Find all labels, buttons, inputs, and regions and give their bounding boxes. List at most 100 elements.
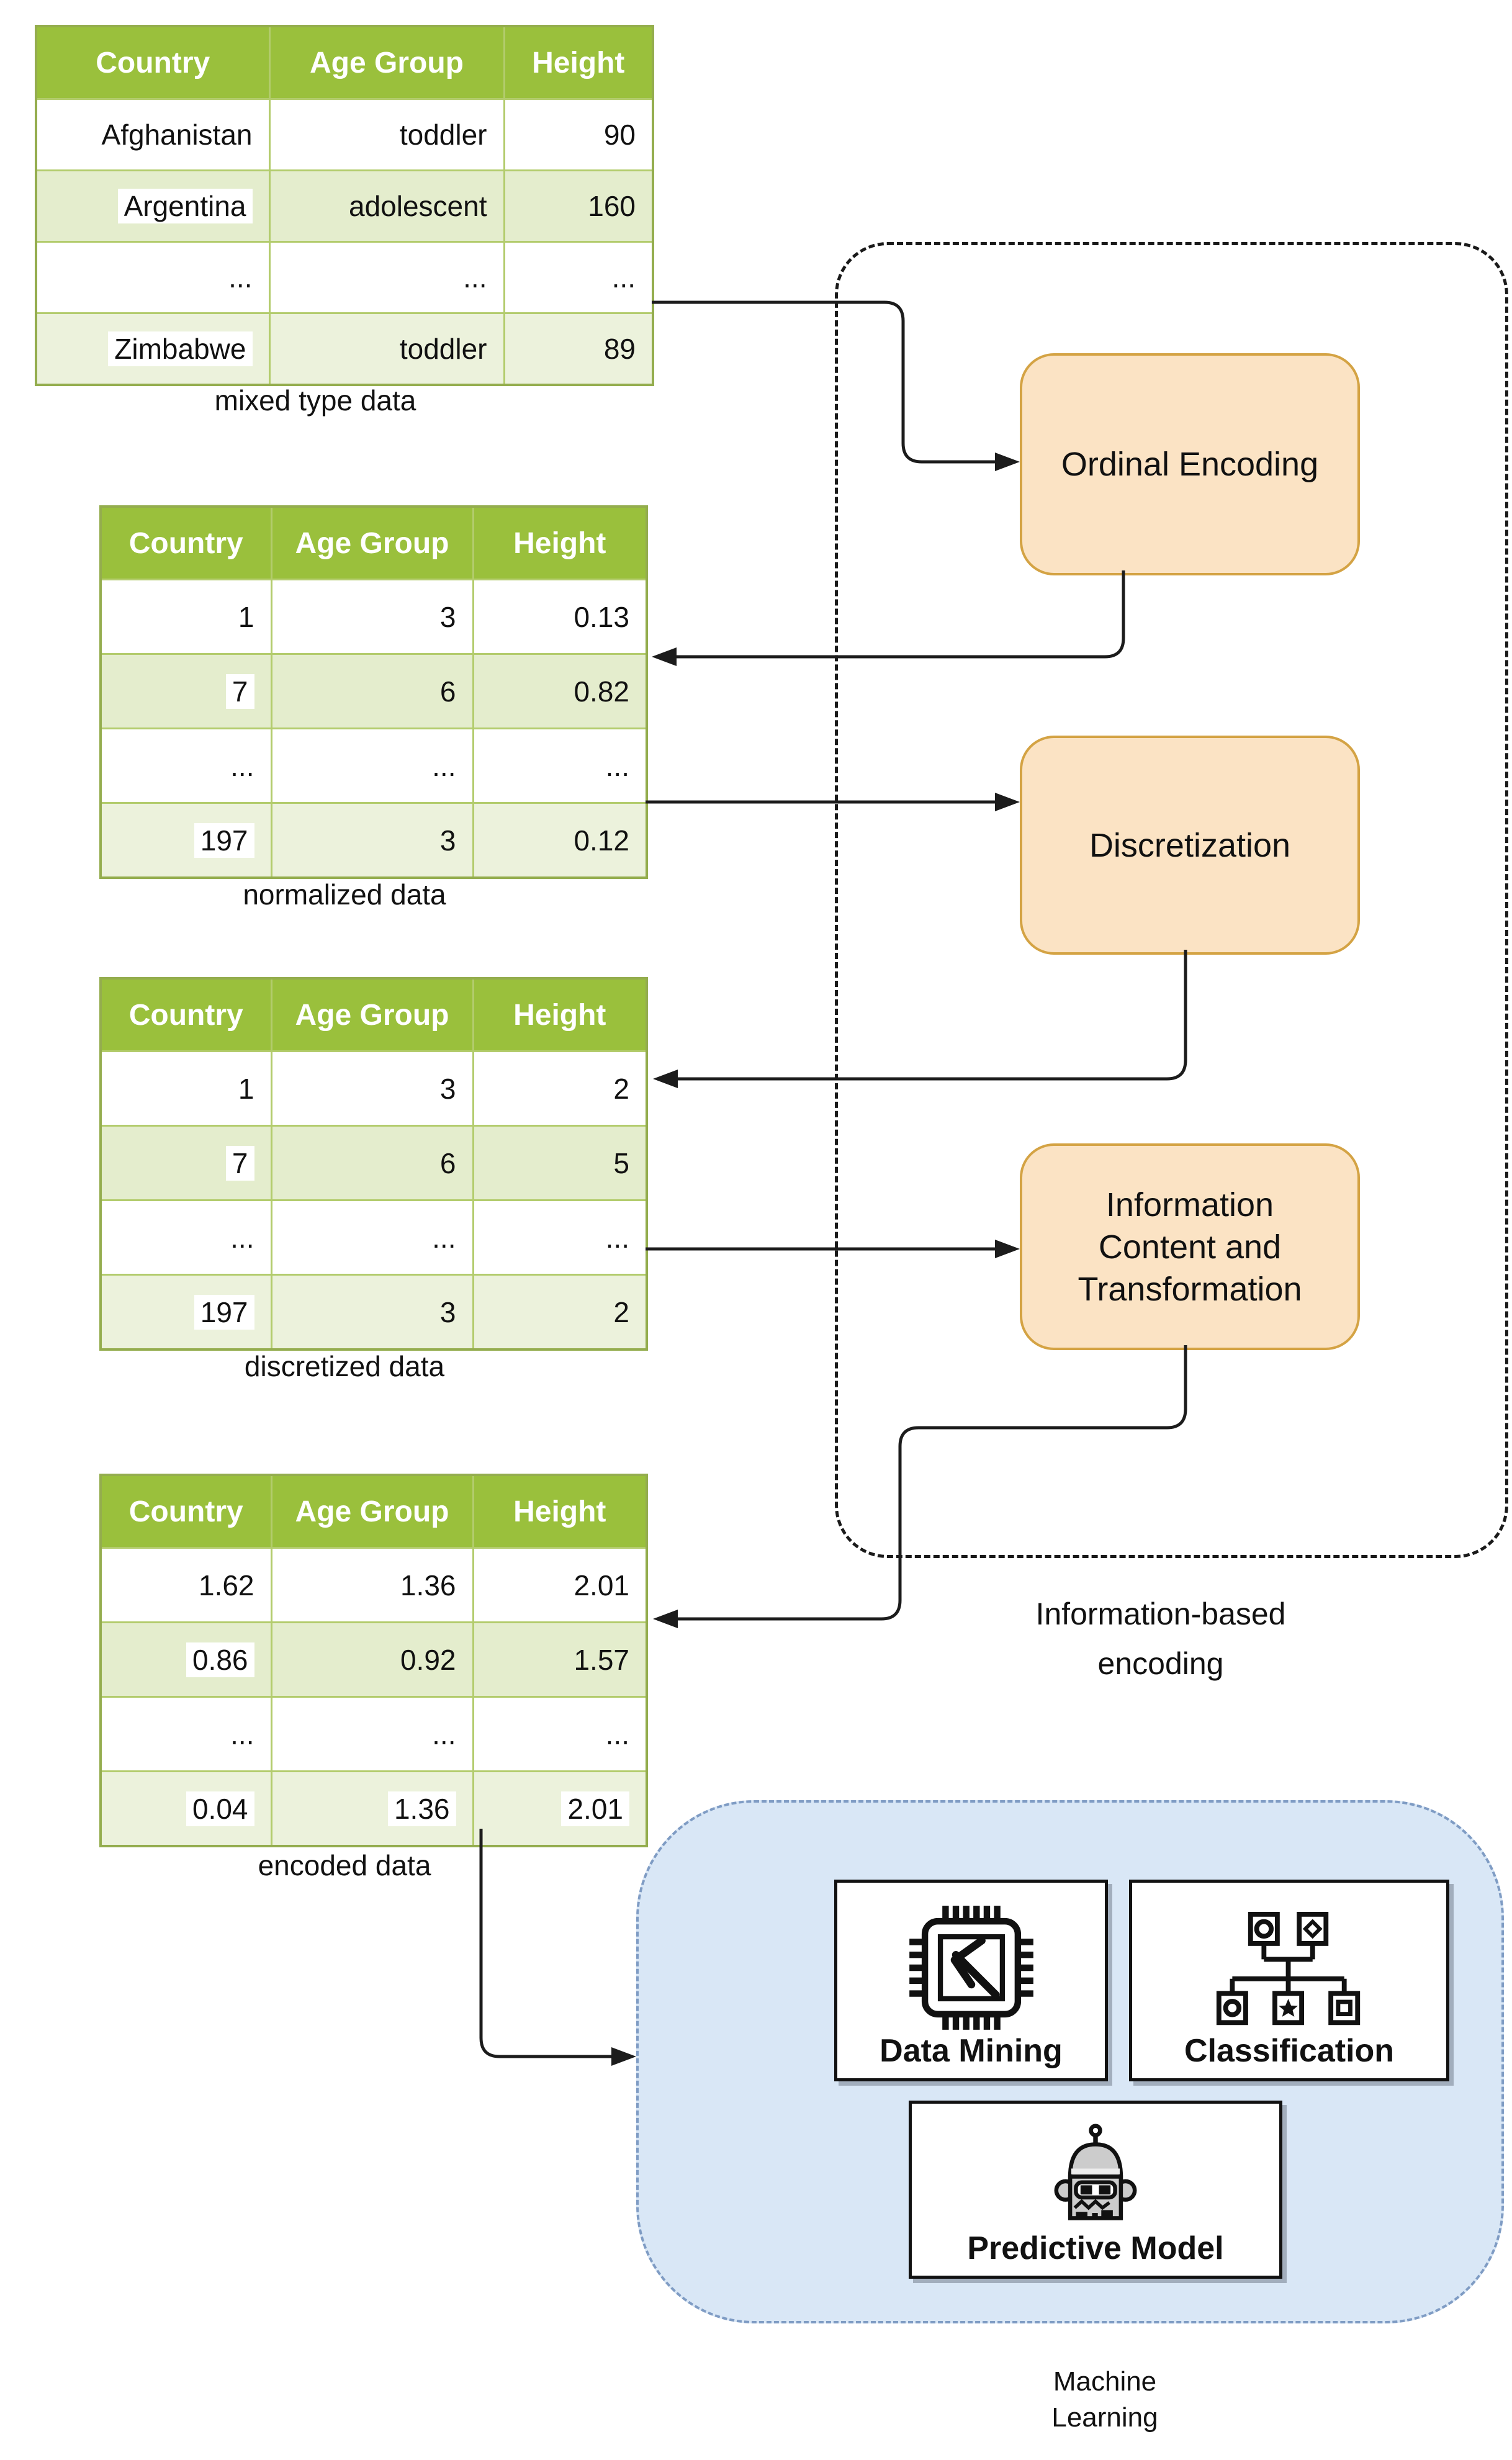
table-cell: 2.01 — [472, 1770, 648, 1847]
table-cell: 197 — [99, 1274, 272, 1351]
column-header: Age Group — [268, 25, 505, 100]
table-cell: 160 — [503, 169, 654, 243]
column-header: Country — [35, 25, 271, 100]
table-cell: 1 — [99, 1050, 272, 1127]
table-cell: ... — [35, 241, 271, 314]
table-cell: 0.82 — [472, 653, 648, 729]
table-cell: 0.13 — [472, 579, 648, 655]
column-header: Country — [99, 1474, 272, 1549]
table-cell: 1.57 — [472, 1621, 648, 1698]
table-cell: ... — [99, 1199, 272, 1276]
table-cell: toddler — [268, 312, 505, 386]
robot-icon — [1054, 2124, 1137, 2220]
process-ordinal-encoding: Ordinal Encoding — [1020, 353, 1360, 575]
column-header: Age Group — [270, 977, 474, 1052]
table-row: ......... — [99, 1199, 648, 1276]
data-mining-label: Data Mining — [880, 2033, 1063, 2069]
table-cell: 3 — [270, 802, 474, 879]
process-discretization: Discretization — [1020, 736, 1360, 955]
table-cell: ... — [472, 1696, 648, 1772]
table-cell: ... — [472, 1199, 648, 1276]
table-cell: 2 — [472, 1274, 648, 1351]
table-cell: 1 — [99, 579, 272, 655]
table-row: ......... — [99, 728, 648, 804]
column-header: Height — [503, 25, 654, 100]
table-cell: 1.62 — [99, 1547, 272, 1623]
table-cell: 0.12 — [472, 802, 648, 879]
data-mining-box: Data Mining — [834, 1880, 1108, 2081]
table-cell: 197 — [99, 802, 272, 879]
table-cell: 3 — [270, 1050, 474, 1127]
table-cell: Zimbabwe — [35, 312, 271, 386]
table-cell: 0.86 — [99, 1621, 272, 1698]
table-row: ......... — [35, 241, 654, 314]
table-cell: 2 — [472, 1050, 648, 1127]
column-header: Age Group — [270, 1474, 474, 1549]
column-header: Country — [99, 505, 272, 580]
table-cell: ... — [99, 1696, 272, 1772]
table-cell: ... — [503, 241, 654, 314]
hierarchy-tree-icon — [1216, 1911, 1360, 2025]
table-row: ......... — [99, 1696, 648, 1772]
table-cell: 2.01 — [472, 1547, 648, 1623]
column-header: Height — [472, 505, 648, 580]
table-cell: 1.36 — [270, 1547, 474, 1623]
column-header: Height — [472, 977, 648, 1052]
mixed-type-data-caption: mixed type data — [214, 384, 416, 417]
column-header: Country — [99, 977, 272, 1052]
table-cell: toddler — [268, 98, 505, 171]
table-cell: ... — [270, 728, 474, 804]
table-cell: 90 — [503, 98, 654, 171]
table-cell: ... — [99, 728, 272, 804]
classification-label: Classification — [1184, 2033, 1395, 2069]
predictive-model-box: Predictive Model — [909, 2101, 1282, 2279]
table-cell: 7 — [99, 1125, 272, 1201]
table-cell: ... — [472, 728, 648, 804]
process-label: Discretization — [1089, 826, 1291, 864]
column-header: Height — [472, 1474, 648, 1549]
discretized-data-caption: discretized data — [244, 1350, 445, 1382]
table-cell: 5 — [472, 1125, 648, 1201]
table-cell: adolescent — [268, 169, 505, 243]
column-header: Age Group — [270, 505, 474, 580]
table-cell: ... — [270, 1696, 474, 1772]
table-cell: Afghanistan — [35, 98, 271, 171]
table-cell: 0.92 — [270, 1621, 474, 1698]
table-cell: 3 — [270, 579, 474, 655]
table-cell: 3 — [270, 1274, 474, 1351]
table-cell: 0.04 — [99, 1770, 272, 1847]
process-label: Ordinal Encoding — [1061, 446, 1319, 483]
table-cell: 6 — [270, 1125, 474, 1201]
table-cell: Argentina — [35, 169, 271, 243]
chip-pickaxe-icon — [909, 1906, 1033, 2030]
table-cell: 7 — [99, 653, 272, 729]
table-cell: 6 — [270, 653, 474, 729]
normalized-data-caption: normalized data — [243, 878, 446, 911]
classification-box: Classification — [1129, 1880, 1449, 2081]
table-cell: 1.36 — [270, 1770, 474, 1847]
encoded-data-caption: encoded data — [258, 1849, 431, 1881]
table-cell: ... — [268, 241, 505, 314]
table-cell: ... — [270, 1199, 474, 1276]
